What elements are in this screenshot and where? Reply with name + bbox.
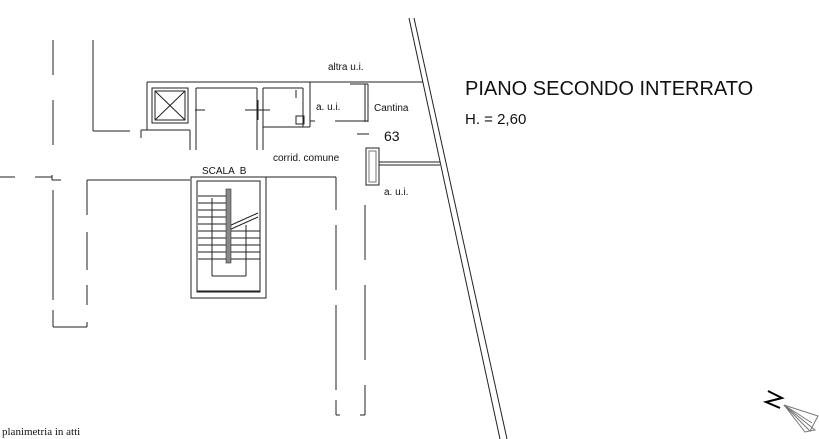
footer-note: planimetria in atti — [2, 426, 80, 438]
label-stair: SCALA B — [202, 166, 247, 177]
label-a-ui-bottom: a. u.i. — [384, 187, 408, 198]
corridor-walls — [266, 176, 366, 416]
cantina-walls — [310, 83, 369, 135]
height-label: H. = 2,60 — [465, 111, 526, 128]
core-block — [140, 81, 423, 150]
label-cantina: Cantina — [374, 103, 409, 114]
north-arrow-icon — [762, 390, 819, 433]
label-altra-ui: altra u.i. — [328, 62, 364, 73]
property-boundary — [408, 17, 508, 439]
elevator — [151, 87, 189, 124]
unit-number: 63 — [384, 128, 400, 144]
left-walls — [0, 40, 190, 328]
plan-title: PIANO SECONDO INTERRATO — [465, 78, 753, 100]
adjacent-unit-box — [365, 147, 440, 186]
label-corridor: corrid. comune — [273, 153, 340, 164]
stair-b — [190, 176, 267, 299]
label-a-ui-top: a. u.i. — [316, 102, 340, 113]
